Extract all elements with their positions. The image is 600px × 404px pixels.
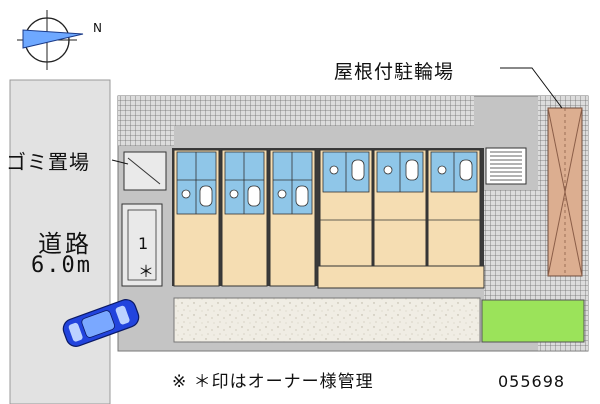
parking-space-number: 1 xyxy=(138,234,149,253)
owner-management-note: ※ ＊印はオーナー様管理 xyxy=(172,372,374,392)
apartment-building xyxy=(172,148,485,289)
car-icon xyxy=(62,299,140,347)
road-name-label: 道路 xyxy=(38,230,92,258)
apartment-unit xyxy=(269,149,316,287)
bicycle-parking-roof xyxy=(547,107,583,277)
apartment-unit xyxy=(373,149,427,271)
apartment-unit xyxy=(319,149,373,271)
garden xyxy=(481,299,585,343)
parking-space-mark: ＊ xyxy=(138,262,155,281)
compass-icon: N xyxy=(17,10,102,70)
road-width-label: 6.0m xyxy=(31,253,92,278)
hatched-strip-left xyxy=(118,96,174,146)
parking-space xyxy=(121,203,163,287)
hatched-strip-top xyxy=(174,96,474,126)
staircase xyxy=(485,147,527,185)
apartment-unit xyxy=(173,149,220,287)
apartment-unit xyxy=(427,149,481,271)
walkway xyxy=(173,297,481,343)
garbage-area-label: ゴミ置場 xyxy=(6,150,90,174)
road xyxy=(9,79,111,404)
roof-label-leader xyxy=(500,67,563,109)
roof-bicycle-parking-label: 屋根付駐輪場 xyxy=(334,61,455,83)
hatched-strip-mid xyxy=(484,190,538,300)
property-code: 055698 xyxy=(498,372,566,391)
svg-text:N: N xyxy=(93,21,102,35)
apartment-unit xyxy=(221,149,268,287)
